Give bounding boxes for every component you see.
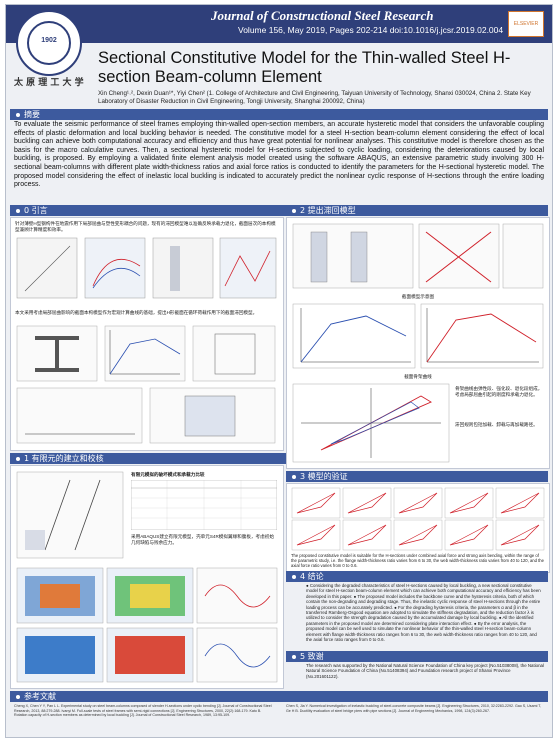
conclusion-heading-label: 4 结论	[300, 572, 324, 581]
university-name-cn: 太 原 理 工 大 学	[14, 78, 84, 88]
fem-heading: 1 有限元的建立和校核	[10, 453, 286, 464]
fem-comparison-table	[131, 480, 277, 530]
paper-title: Sectional Constitutive Model for the Thi…	[98, 49, 511, 86]
fem-text-1: 采用ABAQUS建立有限元模型，壳单元S4R模拟翼缘和腹板，考虑初始几何缺陷与残…	[131, 534, 274, 545]
verify-hysteresis-grid	[291, 487, 545, 551]
fem-model-figure	[16, 471, 124, 559]
skeleton-caption: 截面骨架曲线	[404, 374, 432, 379]
bullet-icon	[16, 694, 20, 699]
verify-panel: The proposed constitutive model is suita…	[286, 483, 550, 573]
header-band: Journal of Constructional Steel Research…	[6, 5, 552, 43]
verify-text: The proposed constitutive model is suita…	[291, 553, 544, 568]
model-text-1: 骨架曲线由弹性段、强化段、退化段组成，考虑局部屈曲引起的刚度和承载力退化。	[455, 386, 543, 397]
refs-heading: 参考文献	[10, 691, 548, 702]
university-logo: 1902	[16, 10, 82, 76]
abstract-text: To evaluate the seismic performance of s…	[14, 121, 544, 189]
verify-heading-label: 3 模型的验证	[300, 472, 348, 481]
journal-name[interactable]: Journal of Constructional Steel Research	[211, 8, 434, 23]
fem-panel: 有限元模拟的破坏模式和承载力比较 采用ABAQUS建立有限元模型，壳单元S4R模…	[10, 465, 284, 689]
bullet-icon	[16, 208, 20, 213]
intro-heading-label: 0 引言	[24, 206, 48, 215]
bullet-icon	[16, 456, 20, 461]
ack-heading-label: 5 致谢	[300, 652, 324, 661]
refs-heading-label: 参考文献	[24, 692, 56, 701]
fem-heading-label: 1 有限元的建立和校核	[24, 454, 104, 463]
verify-heading: 3 模型的验证	[286, 471, 548, 482]
model-text-2: 滞回规则包括加载、卸载与再加载路径。	[455, 422, 538, 427]
author-line: Xin Cheng¹˒², Dexin Duan¹*, Yiyi Chen² (…	[98, 90, 531, 105]
model-panel: 截面模型示意图 截面骨架曲线 骨架曲线由弹性段、强化段、退化段组成，考虑局部屈曲…	[286, 217, 550, 469]
conclusion-heading: 4 结论	[286, 571, 548, 582]
intro-panel: 针对薄壁H型钢构件在地震作用下局部屈曲与塑性变形耦合的问题，现有的滞回模型难以准…	[10, 217, 284, 451]
skeleton-curve-figure	[292, 303, 544, 369]
model-heading-label: 2 提出滞回模型	[300, 206, 356, 215]
refs-right: Chen S, Jia Y. Numerical investigation o…	[286, 704, 542, 713]
model-schematic	[292, 223, 544, 289]
intro-text-1: 针对薄壁H型钢构件在地震作用下局部屈曲与塑性变形耦合的问题，现有的滞回模型难以准…	[15, 221, 276, 232]
ack-heading: 5 致谢	[286, 651, 548, 662]
publisher-logo: ELSEVIER	[508, 11, 544, 37]
intro-text-2: 本文采用考虑局部屈曲影响的截面本构模型作为宏观计算曲线的基础，提出H形截面在循环…	[15, 310, 258, 315]
abstract-heading: 摘要	[10, 109, 548, 120]
fem-table-title: 有限元模拟的破坏模式和承载力比较	[131, 472, 205, 477]
logo-ring	[27, 21, 71, 65]
volume-line: Volume 156, May 2019, Pages 202-214 doi:…	[238, 25, 504, 35]
section-model-figures	[16, 325, 276, 444]
ack-text: The research was supported by the Nation…	[306, 663, 544, 679]
model-caption: 截面模型示意图	[401, 294, 435, 299]
bullet-icon	[292, 474, 296, 479]
bullet-icon	[292, 654, 296, 659]
hysteresis-curve-figure	[292, 383, 450, 463]
refs-left: Cheng X, Chen Y Y, Pan L L. Experimental…	[14, 704, 272, 718]
model-heading: 2 提出滞回模型	[286, 205, 548, 216]
bullet-icon	[16, 112, 20, 117]
bullet-icon	[292, 208, 296, 213]
intro-heading: 0 引言	[10, 205, 286, 216]
poster: Journal of Constructional Steel Research…	[5, 4, 553, 738]
conclusion-text: ● Considering the degraded characteristi…	[306, 583, 541, 643]
logo-year: 1902	[41, 37, 57, 44]
abstract-heading-label: 摘要	[24, 110, 40, 119]
bullet-icon	[292, 574, 296, 579]
fem-result-figures	[16, 567, 278, 683]
intro-figures	[16, 237, 277, 299]
